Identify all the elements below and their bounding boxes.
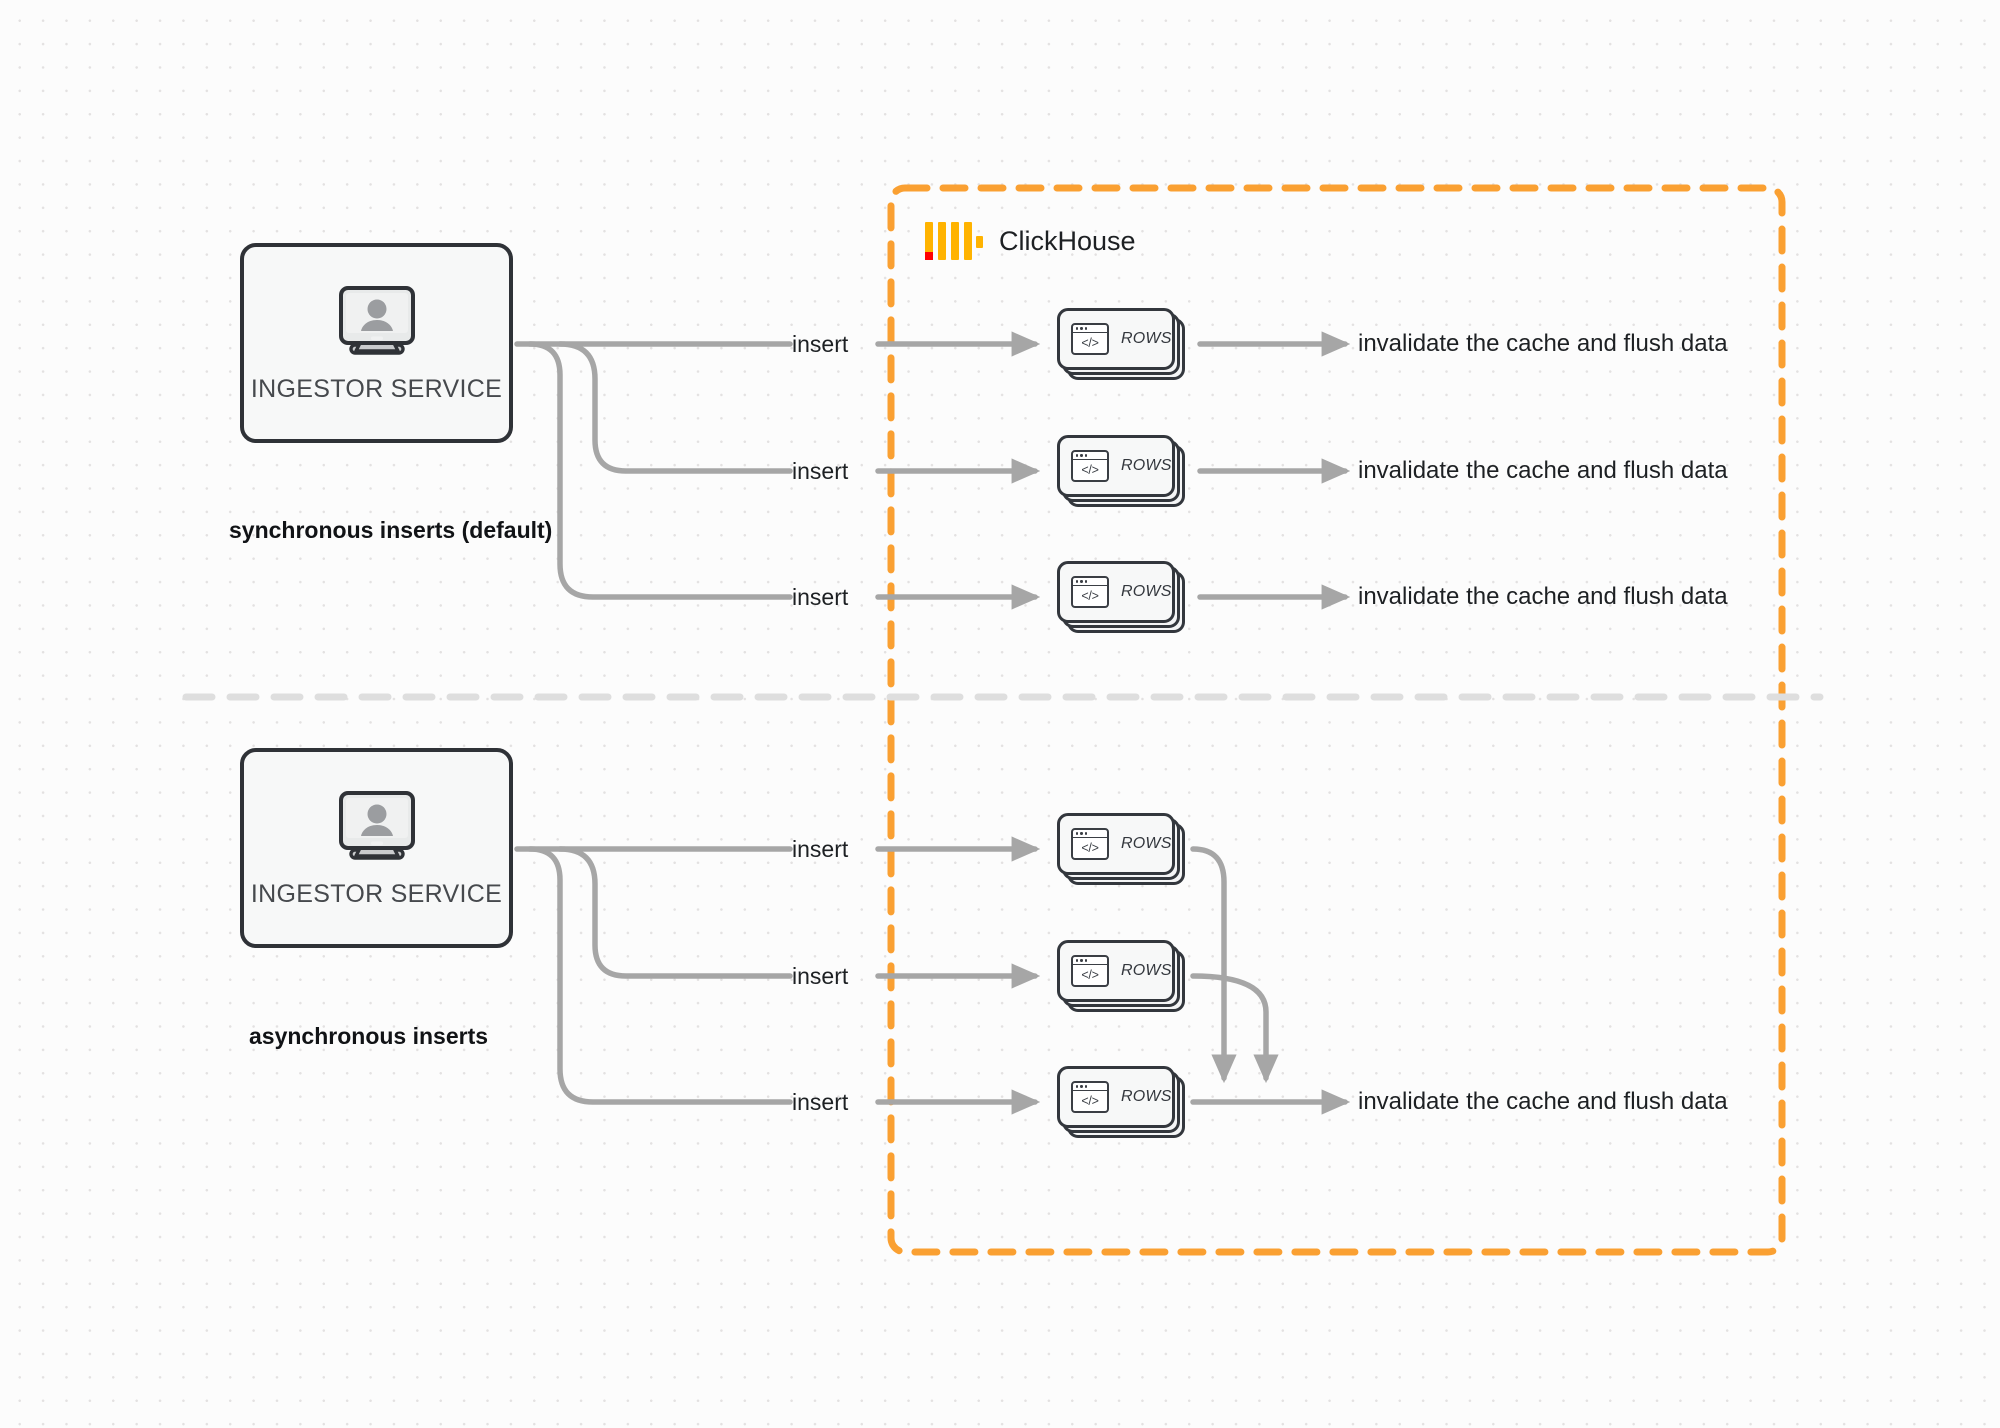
stack-layer-front: </> ROWS (1057, 561, 1175, 623)
stack-layer-front: </> ROWS (1057, 308, 1175, 370)
code-window-icon: </> (1071, 955, 1109, 987)
code-window-icon: </> (1071, 828, 1109, 860)
clickhouse-label: ClickHouse (999, 225, 1136, 256)
sync-branch-2 (557, 341, 793, 474)
async-rows-node-2[interactable]: </> ROWS (1057, 940, 1185, 1012)
stack-layer-front: </> ROWS (1057, 435, 1175, 497)
sync-rows-node-3[interactable]: </> ROWS (1057, 561, 1185, 633)
sync-insert-label-1: insert (792, 331, 849, 357)
async-insert-label-1: insert (792, 836, 849, 862)
async-branch-3 (527, 846, 793, 1105)
stack-layer-front: </> ROWS (1057, 1066, 1175, 1128)
async-insert-label-3: insert (792, 1089, 849, 1115)
rows-label: ROWS (1121, 835, 1172, 852)
sync-ingestor-label: INGESTOR SERVICE (250, 374, 503, 403)
rows-label: ROWS (1121, 583, 1172, 600)
async-rows-node-3[interactable]: </> ROWS (1057, 1066, 1185, 1138)
code-glyph: </> (1081, 336, 1099, 350)
async-result-label: invalidate the cache and flush data (1358, 1088, 1728, 1115)
clickhouse-logo-icon (925, 222, 983, 260)
user-monitor-icon (329, 788, 425, 868)
sync-rows-node-2[interactable]: </> ROWS (1057, 435, 1185, 507)
code-glyph: </> (1081, 589, 1099, 603)
code-glyph: </> (1081, 841, 1099, 855)
stack-layer-front: </> ROWS (1057, 940, 1175, 1002)
sync-rows-node-1[interactable]: </> ROWS (1057, 308, 1185, 380)
code-window-icon: </> (1071, 1081, 1109, 1113)
sync-insert-label-3: insert (792, 584, 849, 610)
sync-result-label-1: invalidate the cache and flush data (1358, 330, 1728, 357)
async-insert-label-2: insert (792, 963, 849, 989)
async-merge-arrow-1 (1190, 846, 1237, 1084)
code-window-icon: </> (1071, 323, 1109, 355)
clickhouse-brand: ClickHouse (925, 222, 1136, 260)
rows-label: ROWS (1121, 962, 1172, 979)
stack-layer-front: </> ROWS (1057, 813, 1175, 875)
rows-label: ROWS (1121, 1088, 1172, 1105)
code-glyph: </> (1081, 463, 1099, 477)
code-window-icon: </> (1071, 576, 1109, 608)
code-window-icon: </> (1071, 450, 1109, 482)
code-glyph: </> (1081, 968, 1099, 982)
sync-result-label-3: invalidate the cache and flush data (1358, 583, 1728, 610)
sync-branch-3 (527, 341, 793, 600)
async-rows-node-1[interactable]: </> ROWS (1057, 813, 1185, 885)
rows-label: ROWS (1121, 457, 1172, 474)
user-monitor-icon (329, 283, 425, 363)
sync-insert-label-2: insert (792, 458, 849, 484)
sync-section-caption: synchronous inserts (default) (229, 517, 553, 543)
async-merge-arrow-2 (1190, 973, 1279, 1084)
async-ingestor-service[interactable]: INGESTOR SERVICE (240, 748, 513, 948)
sync-ingestor-service[interactable]: INGESTOR SERVICE (240, 243, 513, 443)
code-glyph: </> (1081, 1094, 1099, 1108)
async-section-caption: asynchronous inserts (249, 1023, 489, 1049)
async-branch-2 (557, 846, 793, 979)
rows-label: ROWS (1121, 330, 1172, 347)
async-ingestor-label: INGESTOR SERVICE (250, 879, 503, 908)
sync-result-label-2: invalidate the cache and flush data (1358, 457, 1728, 484)
